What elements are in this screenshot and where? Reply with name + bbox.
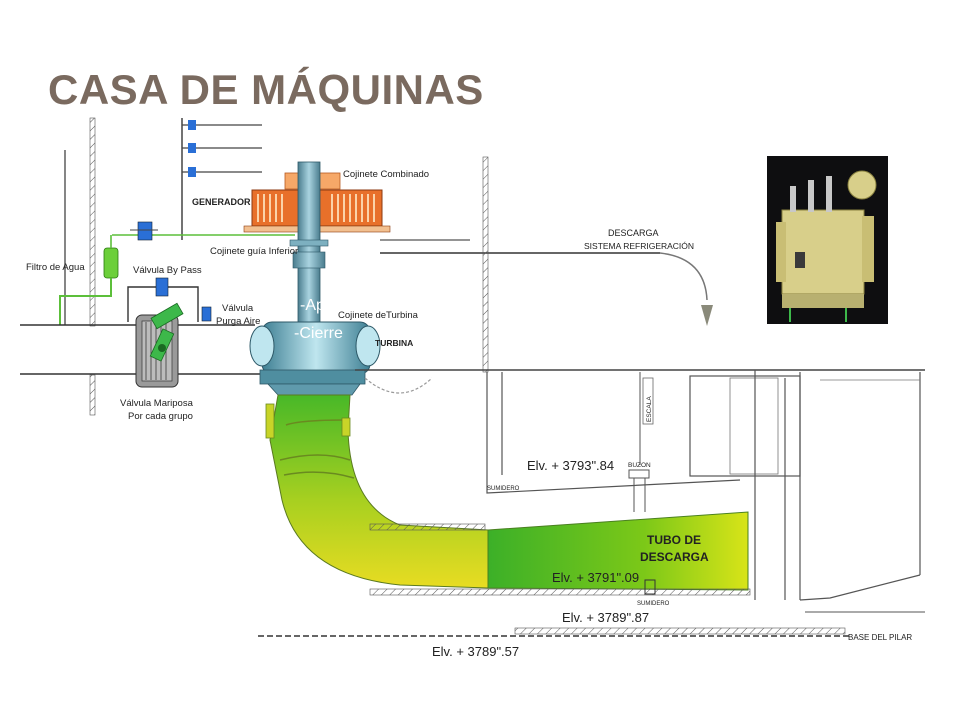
label-valvula-mariposa-2: Por cada grupo: [128, 411, 193, 422]
label-valvula-mariposa-1: Válvula Mariposa: [120, 398, 194, 409]
purge-valve-icon: [201, 306, 212, 322]
discharge-arrow: [659, 252, 708, 301]
label-cojinete-combinado: Cojinete Combinado: [343, 169, 429, 180]
label-filtro-de-agua: Filtro de Agua: [26, 262, 85, 273]
ladder-icon: [642, 377, 654, 425]
label-cojinete-guia-inferior: Cojinete guía Inferior: [210, 246, 298, 257]
turbine-pit: [364, 377, 433, 394]
label-descarga-2: SISTEMA REFRIGERACIÓN: [584, 241, 694, 251]
wall-center: [482, 156, 489, 373]
transformer-image: [767, 156, 888, 324]
elevation-label: Elv. + 3793".84: [527, 458, 614, 473]
page-title: CASA DE MÁQUINAS: [48, 66, 484, 113]
label-escala: ESCALA: [646, 396, 653, 422]
valve-icon: [137, 221, 153, 241]
label-base-pilar: BASE DEL PILAR: [848, 633, 912, 642]
sump-icon: [644, 579, 656, 595]
elevation-label: Elv. + 3791".09: [552, 570, 639, 585]
floor-hatch-1: [369, 523, 486, 531]
label-descarga-1: DESCARGA: [608, 228, 659, 238]
wall-left-1: [89, 117, 96, 327]
valve-icon: [188, 167, 196, 177]
valve-icon: [188, 120, 196, 130]
label-sumidero-2: SUMIDERO: [637, 601, 670, 607]
bypass-loop: [127, 277, 212, 322]
butterfly-valve: [135, 302, 184, 388]
elevation-label: Elv. + 3789".57: [432, 644, 519, 659]
label-valvula-purga-1: Válvula: [222, 303, 254, 314]
valve-icon: [188, 143, 196, 153]
label-valvula-by-pass: Válvula By Pass: [133, 265, 202, 276]
civil-structure: [258, 156, 925, 637]
overlay-text-1: -Ap: [300, 297, 325, 314]
floor-hatch-3: [514, 627, 846, 635]
label-sumidero-1: SUMIDERO: [487, 486, 520, 492]
draft-tube-elbow: [269, 394, 489, 589]
label-buzon: BUZON: [628, 462, 651, 469]
label-tubo-descarga-1: TUBO DE: [647, 533, 701, 547]
generator: [243, 161, 391, 323]
overlay-text-2: -Cierre: [294, 325, 343, 342]
label-turbina: TURBINA: [375, 338, 413, 348]
label-tubo-descarga-2: DESCARGA: [640, 550, 709, 564]
label-cojinete-turbina: Cojinete deTurbina: [338, 310, 419, 321]
wall-left-2: [89, 374, 96, 416]
turbine: [249, 321, 381, 396]
cooling-water-line: [59, 221, 295, 325]
water-filter-icon: [103, 247, 119, 279]
elevation-label: Elv. + 3789".87: [562, 610, 649, 625]
bypass-valve-icon: [155, 277, 169, 297]
floor-hatch-2: [369, 588, 751, 596]
label-valvula-purga-2: Purga Aire: [216, 316, 260, 327]
label-generador: GENERADOR: [192, 197, 251, 207]
top-valve-manifold: [181, 118, 262, 240]
